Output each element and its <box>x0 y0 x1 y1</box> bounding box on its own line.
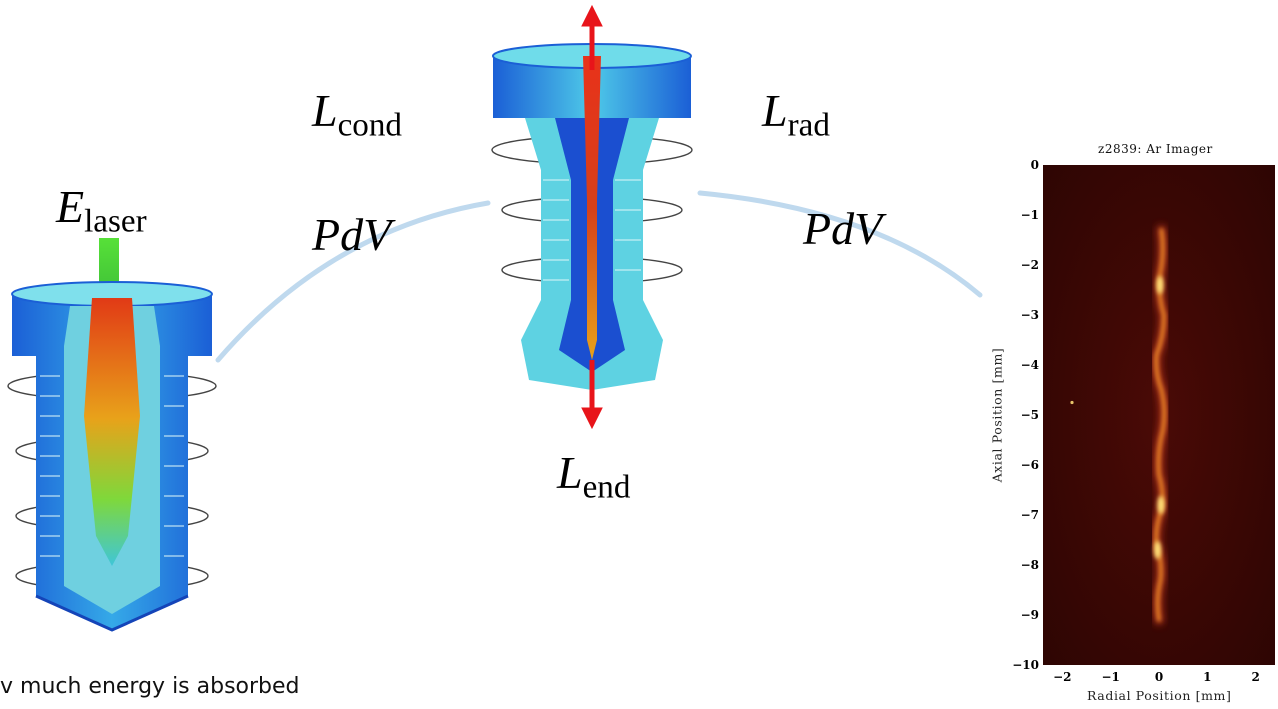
y-tick-label: −1 <box>1021 208 1039 222</box>
x-tick-label: −1 <box>1101 670 1119 684</box>
l-rad-label: Lrad <box>762 88 830 141</box>
imploding-liner-render <box>485 0 700 440</box>
x-tick-label: 1 <box>1203 670 1211 684</box>
y-tick-label: −10 <box>1012 658 1039 672</box>
e-laser-sub: laser <box>84 202 147 239</box>
l-end-label: Lend <box>557 450 630 503</box>
emission-hotspot <box>1157 496 1164 514</box>
emission-hotspot <box>1156 276 1163 294</box>
l-rad-base: L <box>762 85 788 136</box>
y-tick-label: −8 <box>1021 558 1039 572</box>
preheated-liner-render <box>0 236 225 636</box>
y-ticks: 0 −1 −2 −3 −4 −5 −6 −7 −8 −9 −10 <box>1012 158 1039 672</box>
x-tick-label: −2 <box>1053 670 1071 684</box>
l-rad-sub: rad <box>788 106 830 143</box>
l-end-sub: end <box>583 468 631 505</box>
emission-hotspot <box>1154 541 1161 559</box>
l-cond-label: Lcond <box>312 88 402 141</box>
y-tick-label: −7 <box>1021 508 1039 522</box>
pdv-right-label: PdV <box>803 206 882 252</box>
y-tick-label: −9 <box>1021 608 1039 622</box>
pdv-left-label: PdV <box>312 212 391 258</box>
y-tick-label: −5 <box>1021 408 1039 422</box>
caption-text: v much energy is absorbed <box>0 674 300 699</box>
y-tick-label: 0 <box>1031 158 1039 172</box>
l-cond-sub: cond <box>338 106 402 143</box>
x-ticks: −2 −1 0 1 2 <box>1053 670 1260 684</box>
y-tick-label: −2 <box>1021 258 1039 272</box>
y-tick-label: −4 <box>1021 358 1039 372</box>
stray-point <box>1070 401 1073 404</box>
x-tick-label: 2 <box>1251 670 1259 684</box>
y-tick-label: −3 <box>1021 308 1039 322</box>
y-tick-label: −6 <box>1021 458 1039 472</box>
e-laser-base: E <box>56 181 84 232</box>
e-laser-label: Elaser <box>56 184 147 237</box>
l-end-base: L <box>557 447 583 498</box>
x-tick-label: 0 <box>1155 670 1163 684</box>
l-cond-base: L <box>312 85 338 136</box>
